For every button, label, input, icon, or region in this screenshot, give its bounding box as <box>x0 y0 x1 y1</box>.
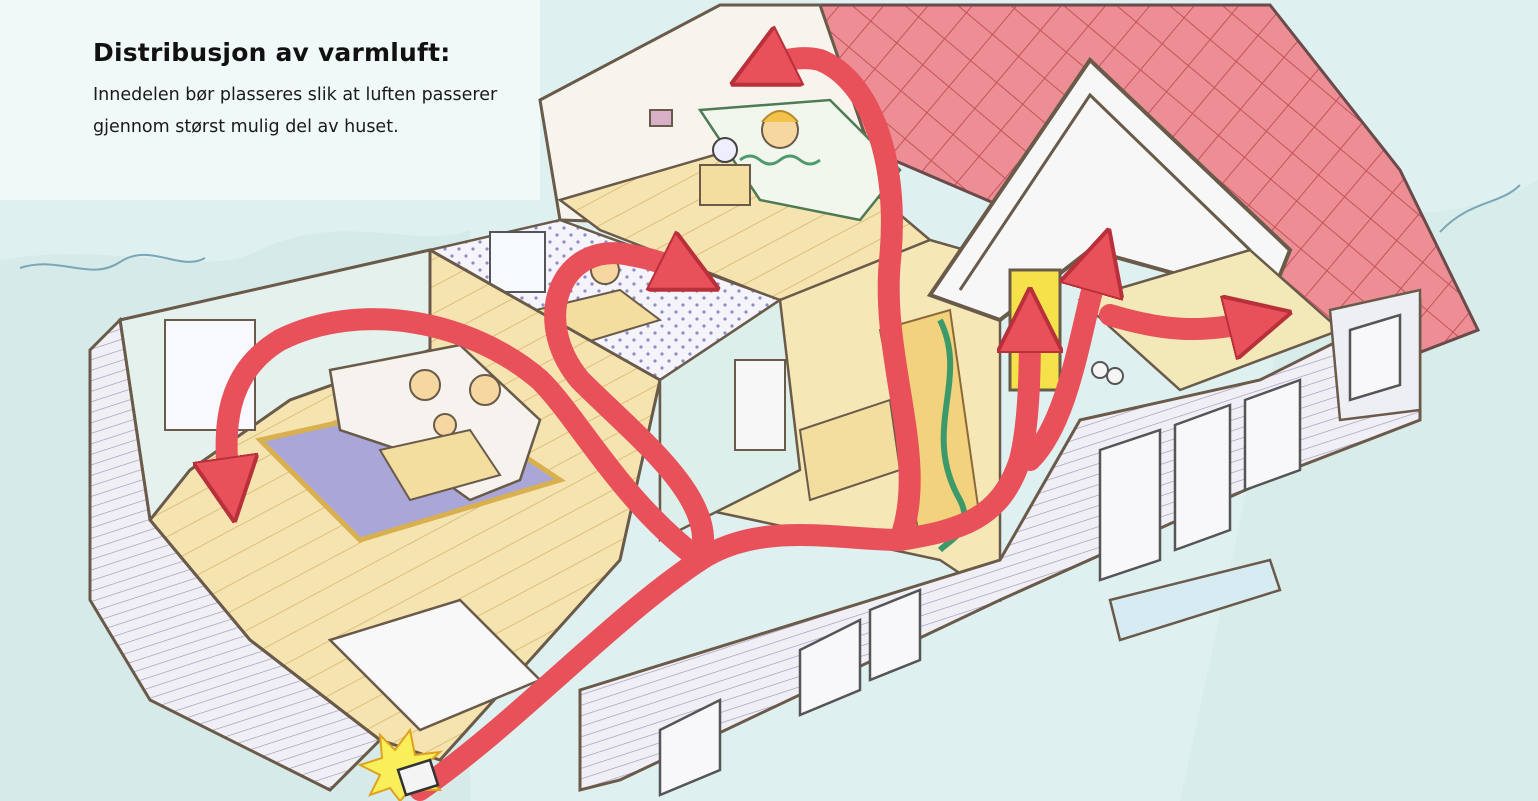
office-window <box>490 232 545 292</box>
hall-door <box>735 360 785 450</box>
caption-heading: Distribusjon av varmluft: <box>93 38 513 67</box>
alarm-clock <box>713 138 737 162</box>
sleeping-person-icon <box>762 111 798 148</box>
caption-block: Distribusjon av varmluft: Innedelen bør … <box>93 38 513 143</box>
wall-picture <box>650 110 672 126</box>
nightstand <box>700 165 750 205</box>
caption-body: Innedelen bør plasseres slik at luften p… <box>93 79 503 143</box>
